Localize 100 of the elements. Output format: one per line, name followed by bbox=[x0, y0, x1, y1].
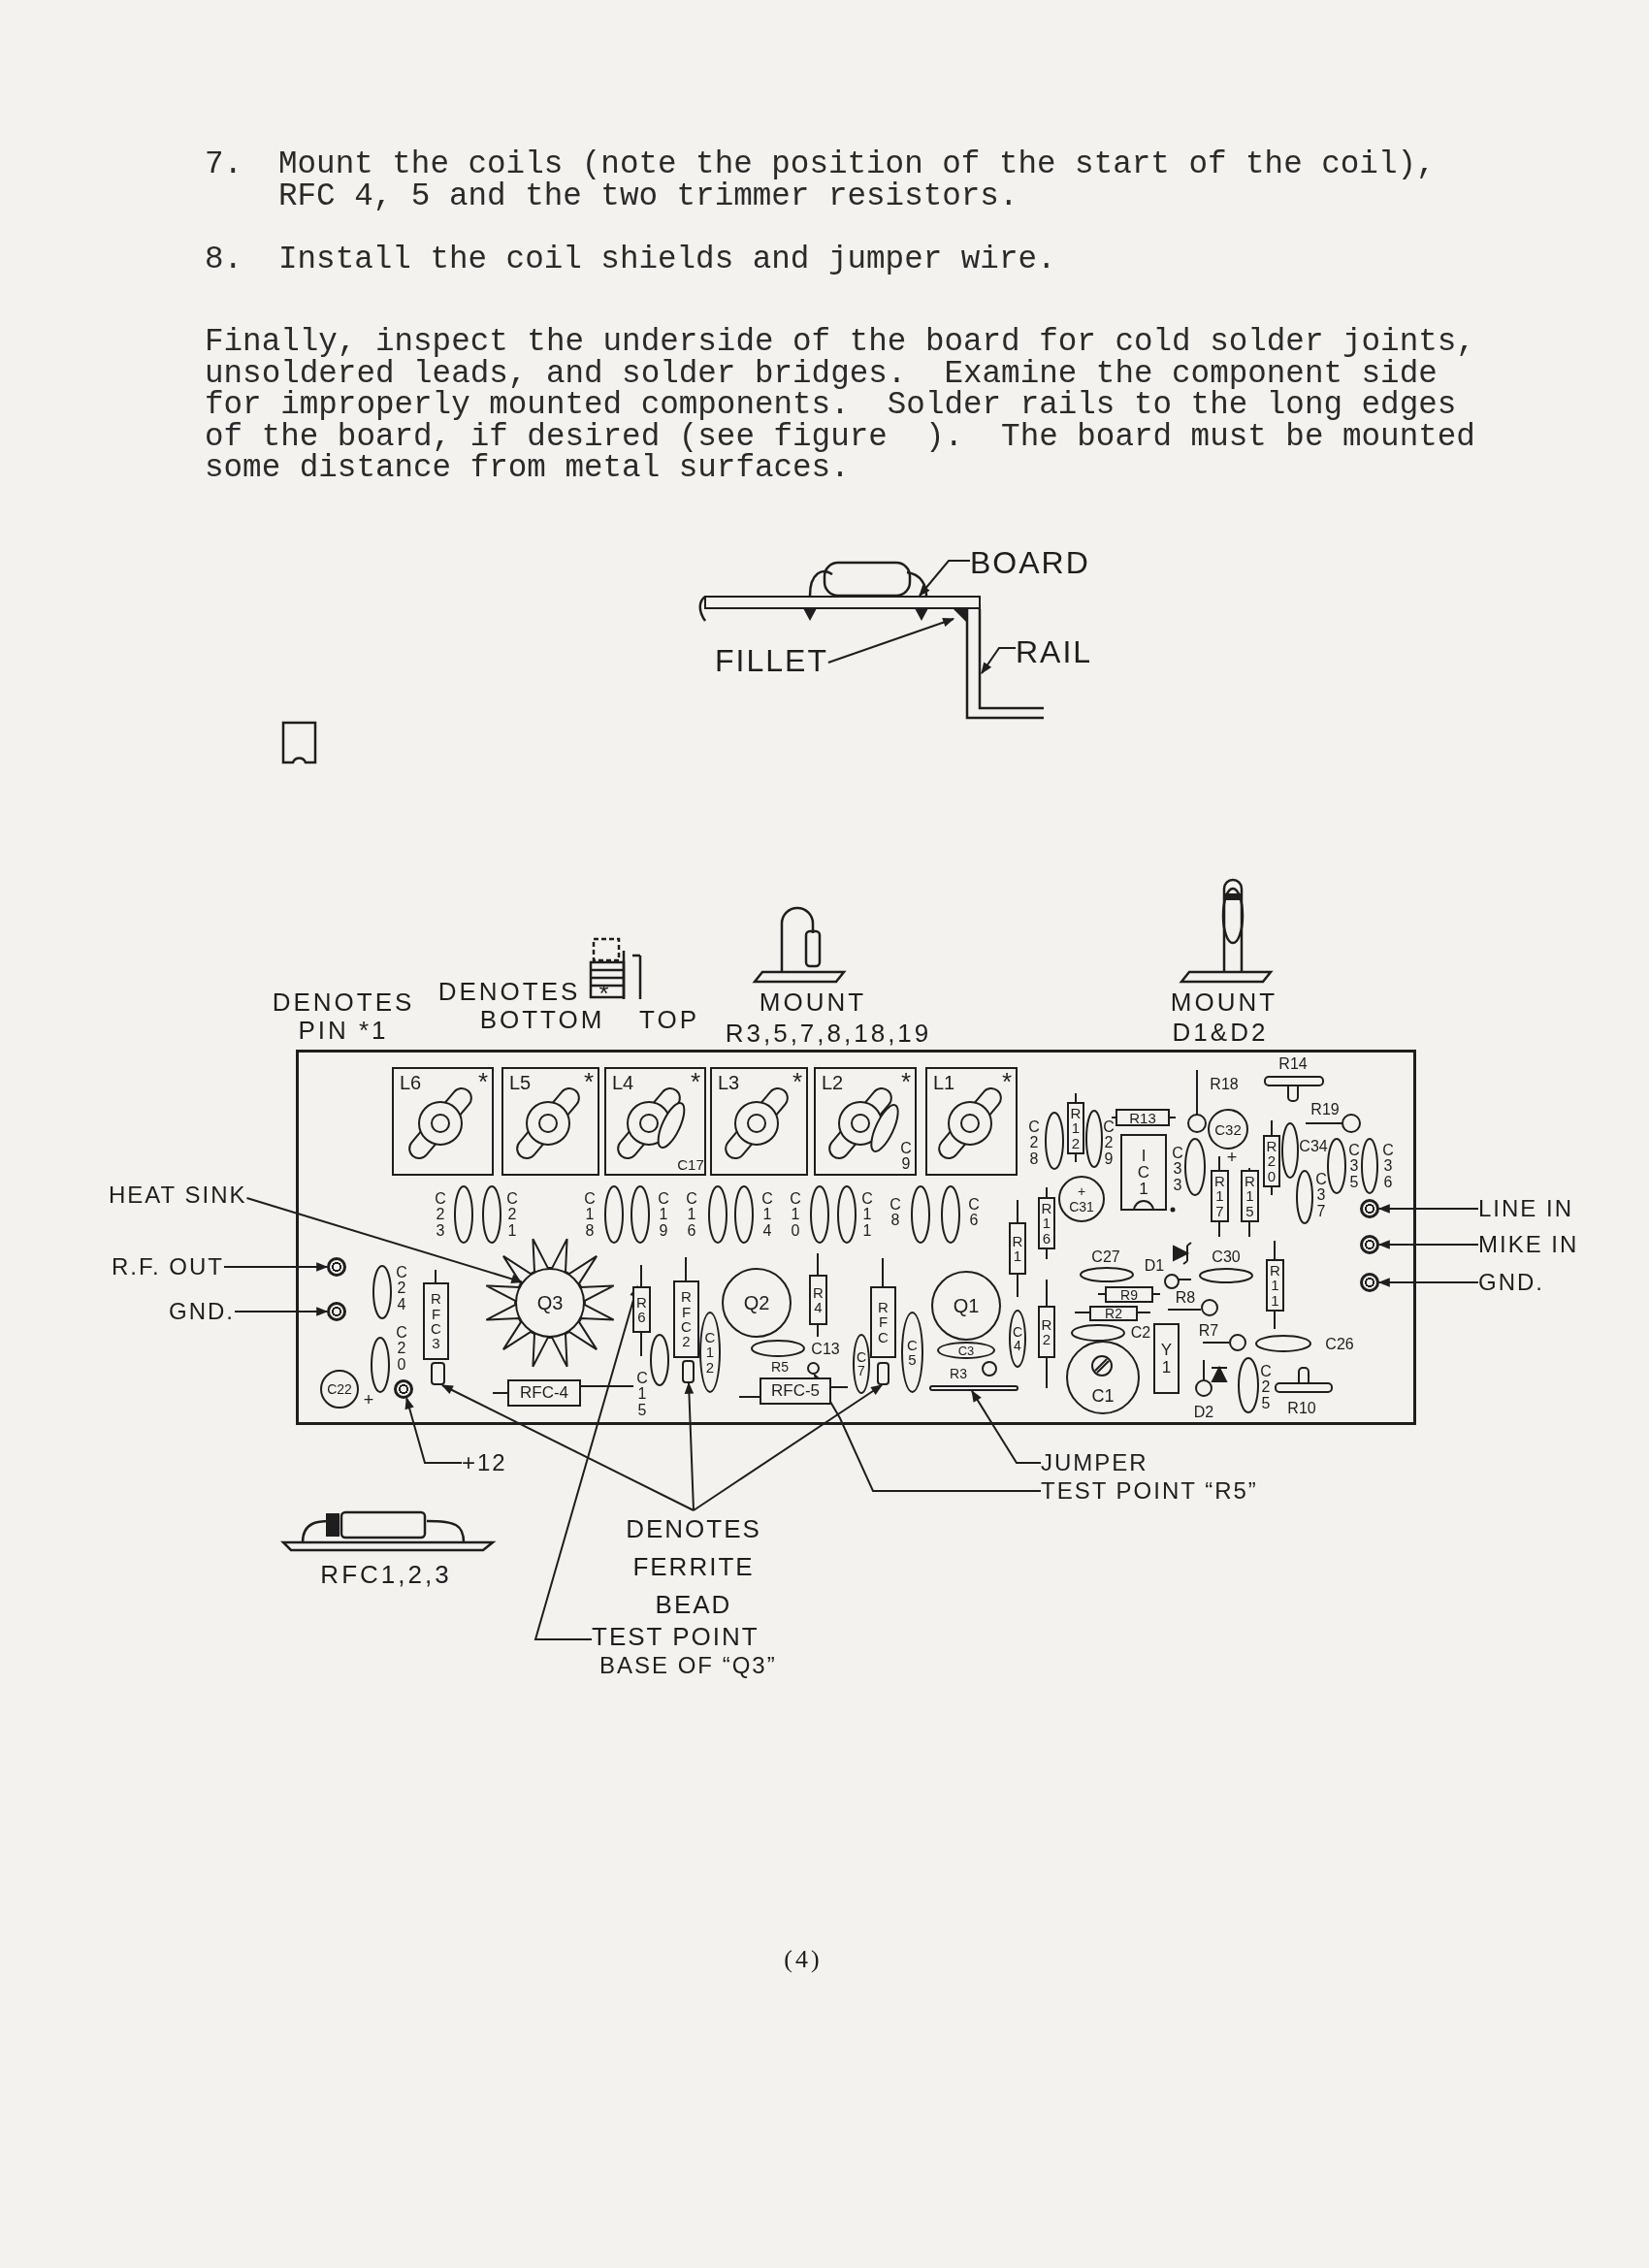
part-label: R6 bbox=[635, 1294, 648, 1325]
ic-outline bbox=[1120, 1134, 1167, 1211]
part-label: Q2 bbox=[743, 1291, 770, 1314]
part-label: R2 bbox=[1105, 1306, 1122, 1321]
callout-label: DENOTES FERRITE BEAD bbox=[625, 1513, 762, 1621]
coil-outline bbox=[925, 1067, 1018, 1176]
part-label: C5 bbox=[906, 1337, 919, 1368]
part-label: C31 bbox=[1069, 1199, 1094, 1215]
part-label: R3 bbox=[950, 1367, 967, 1382]
transistor-outline bbox=[722, 1268, 792, 1338]
part-label: C2 bbox=[1130, 1324, 1151, 1342]
part-label: D2 bbox=[1193, 1404, 1214, 1421]
ferrite-bead bbox=[877, 1362, 889, 1385]
ferrite-bead bbox=[682, 1360, 695, 1383]
part-label: C33 bbox=[1171, 1145, 1184, 1193]
leader-line bbox=[440, 1384, 695, 1511]
resistor-symbol bbox=[1009, 1222, 1026, 1275]
resistor-symbol bbox=[1211, 1170, 1229, 1222]
part-label: Q3 bbox=[536, 1291, 564, 1314]
part-label: C26 bbox=[1325, 1336, 1354, 1353]
choke-symbol bbox=[673, 1280, 699, 1358]
part-label: C35 bbox=[1347, 1142, 1361, 1190]
start-mark: * bbox=[1001, 1067, 1012, 1097]
part-label: C7 bbox=[856, 1349, 867, 1378]
part-label: R18 bbox=[1210, 1076, 1239, 1093]
part-label: R10 bbox=[1287, 1400, 1316, 1417]
part-label: R19 bbox=[1310, 1101, 1340, 1118]
part-label: D1 bbox=[1144, 1257, 1165, 1275]
callout-label: GND. bbox=[1478, 1269, 1544, 1296]
callout-label: +12 bbox=[462, 1449, 507, 1476]
ferrite-bead bbox=[431, 1362, 445, 1385]
part-label: R2 bbox=[1041, 1316, 1052, 1347]
part-label: C37 bbox=[1314, 1171, 1328, 1219]
leader-line bbox=[404, 1397, 463, 1464]
callout-label: JUMPER bbox=[1041, 1449, 1148, 1476]
part-label: L6 bbox=[400, 1072, 422, 1094]
part-label: C29 bbox=[1102, 1118, 1116, 1167]
part-label: R4 bbox=[812, 1284, 824, 1315]
jack-socket bbox=[1360, 1235, 1379, 1254]
leader-line bbox=[1377, 1204, 1479, 1214]
callout-label: TEST POINT “R5” bbox=[1041, 1477, 1258, 1505]
callout-label: MIKE IN bbox=[1478, 1231, 1579, 1258]
circuit-board bbox=[296, 1050, 1416, 1425]
part-label: R5 bbox=[771, 1360, 789, 1376]
trimmer-capacitor-symbol bbox=[1066, 1341, 1140, 1414]
part-label: C4 bbox=[1012, 1324, 1023, 1353]
part-label: C21 bbox=[505, 1190, 519, 1239]
part-label: C32 bbox=[1214, 1120, 1242, 1138]
solder-fillet bbox=[954, 609, 967, 623]
coil-outline bbox=[604, 1067, 706, 1176]
capacitor-symbol bbox=[320, 1370, 359, 1409]
start-mark: * bbox=[900, 1067, 911, 1097]
jack-socket bbox=[327, 1302, 346, 1321]
callout-label: BOARD bbox=[970, 545, 1090, 581]
capacitor-symbol bbox=[937, 1342, 995, 1359]
note-label: DENOTES bbox=[437, 977, 581, 1006]
part-label: R1 bbox=[1012, 1233, 1023, 1264]
coil-outline bbox=[392, 1067, 494, 1176]
coil-outline bbox=[710, 1067, 808, 1176]
choke-symbol bbox=[507, 1379, 581, 1407]
part-label: C18 bbox=[583, 1190, 597, 1239]
resistor-symbol bbox=[809, 1275, 827, 1325]
instruction-text: Install the coil shields and jumper wire. bbox=[278, 244, 1057, 276]
part-label: C10 bbox=[789, 1190, 802, 1239]
part-label: C14 bbox=[760, 1190, 774, 1239]
part-label: IC1 bbox=[1137, 1147, 1150, 1198]
note-label: PIN *1 bbox=[298, 1016, 389, 1045]
callout-label: BASE OF “Q3” bbox=[599, 1651, 777, 1679]
choke-symbol bbox=[760, 1377, 831, 1405]
part-label: L5 bbox=[509, 1072, 532, 1094]
part-label: C36 bbox=[1381, 1142, 1395, 1190]
part-label: C11 bbox=[860, 1190, 874, 1239]
part-label: RFC1,2,3 bbox=[320, 1560, 452, 1589]
part-label: C19 bbox=[657, 1190, 670, 1239]
part-label: R9 bbox=[1120, 1286, 1138, 1303]
instruction-text: Finally, inspect the underside of the board for cold solder joints, unsoldered leads, and solder bridges. Examine the component side for improperly mounted components. Solder rails to the long edges of the board, if desired (see figure ). The board must be mounted some distance from metal surfaces. bbox=[205, 327, 1476, 485]
part-label: L2 bbox=[822, 1072, 844, 1094]
circuit-board-edge bbox=[704, 596, 981, 609]
part-label: C3 bbox=[957, 1343, 975, 1358]
callout-label: RAIL bbox=[1016, 634, 1093, 670]
page-number: (4) bbox=[784, 1945, 823, 1974]
leader-line bbox=[684, 1381, 695, 1511]
resistor-symbol bbox=[1067, 1102, 1084, 1154]
callout-label: TEST POINT bbox=[592, 1623, 760, 1652]
leader-line bbox=[1377, 1240, 1479, 1249]
part-label: R16 bbox=[1041, 1201, 1052, 1246]
part-label: C20 bbox=[395, 1324, 408, 1373]
coil-outline bbox=[814, 1067, 917, 1176]
part-label: R14 bbox=[1278, 1055, 1308, 1073]
coil-outline bbox=[501, 1067, 599, 1176]
leader-line bbox=[826, 618, 955, 664]
part-label: RFC-5 bbox=[770, 1381, 821, 1401]
jack-socket bbox=[394, 1379, 413, 1399]
note-label: BOTTOM bbox=[479, 1005, 605, 1034]
part-label: C23 bbox=[434, 1190, 447, 1239]
leader-line bbox=[919, 560, 971, 597]
part-label: L3 bbox=[718, 1072, 740, 1094]
resistor-symbol bbox=[1263, 1135, 1280, 1187]
note-label: TOP bbox=[639, 1005, 699, 1034]
part-label: R15 bbox=[1244, 1174, 1256, 1218]
